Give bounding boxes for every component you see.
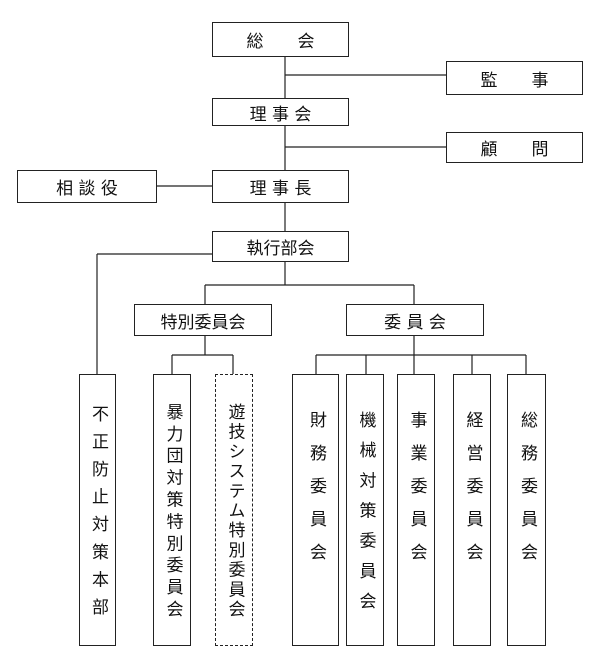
node-keiei: 経営委員会 (453, 374, 491, 646)
node-yugi-system: 遊技システム特別委員会 (215, 374, 253, 646)
node-jigyou: 事業委員会 (397, 374, 435, 646)
node-soumu: 総務委員会 (507, 374, 546, 646)
node-soukai: 総 会 (212, 22, 349, 57)
node-rijichou: 理 事 長 (212, 170, 349, 203)
node-kikai: 機械対策委員会 (346, 374, 384, 646)
node-soudanyaku: 相 談 役 (17, 170, 157, 203)
node-fusei-boushi: 不正防止対策本部 (79, 374, 116, 646)
node-shikkoubukai: 執行部会 (212, 231, 349, 262)
node-rijikai: 理 事 会 (212, 98, 349, 126)
node-iinkai: 委 員 会 (346, 304, 484, 336)
node-tokubetsu-iinkai: 特別委員会 (134, 304, 272, 336)
node-kansa: 監 事 (446, 61, 583, 95)
node-bouryokudan: 暴力団対策特別委員会 (153, 374, 191, 646)
node-komon: 顧 問 (446, 132, 583, 163)
node-zaimu: 財務委員会 (292, 374, 339, 646)
